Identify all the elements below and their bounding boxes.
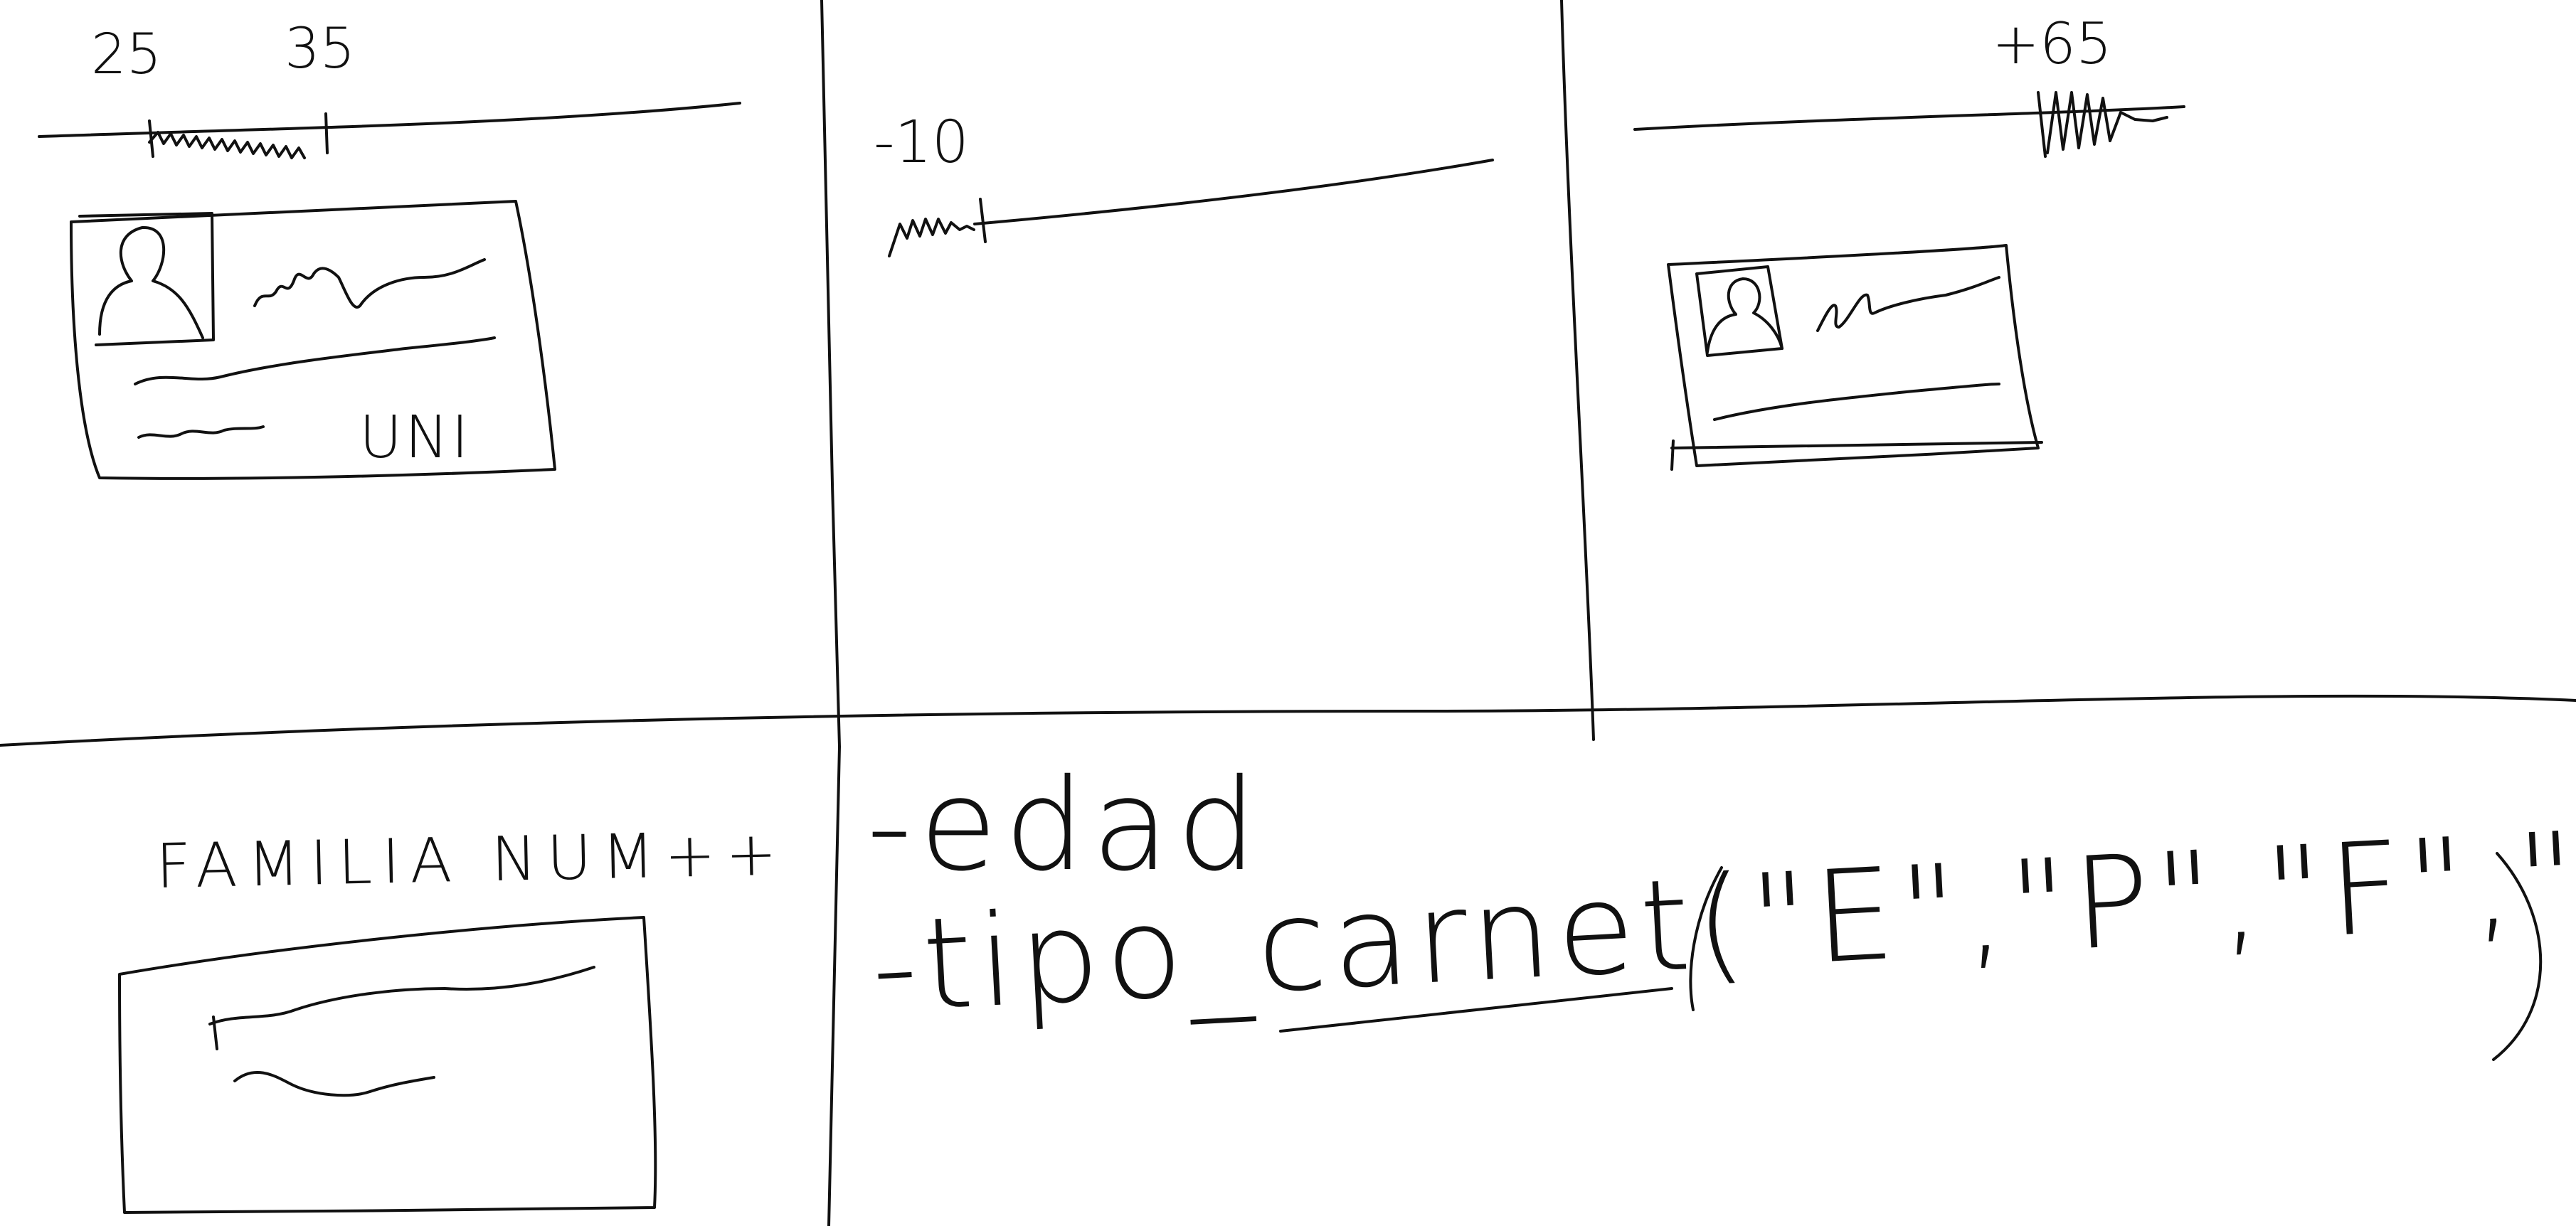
card-short-scribble — [137, 425, 265, 439]
divider-horizontal — [0, 694, 2576, 747]
id-card-uni — [70, 200, 556, 480]
right-paren-icon — [2492, 852, 2543, 1061]
card-name-scribble — [253, 258, 486, 309]
person-silhouette-icon — [1706, 277, 1783, 353]
card-uni-label: UNI — [359, 404, 472, 471]
timeline-10 — [973, 159, 1494, 225]
senior-line-scribble — [1713, 383, 2000, 421]
age-under-10-label: -10 — [874, 109, 969, 176]
age-from-label: 25 — [91, 23, 162, 87]
left-paren-icon — [1689, 866, 1723, 1011]
family-line-scribble — [208, 966, 595, 1050]
id-photo-frame — [78, 212, 215, 346]
range-mark-25-35 — [148, 112, 329, 159]
family-title: FAMILIA NUM++ — [155, 818, 788, 902]
id-card-senior-edge — [1670, 439, 2043, 471]
family-short-scribble — [233, 1071, 435, 1097]
person-silhouette-icon — [98, 225, 204, 339]
senior-name-scribble — [1816, 276, 2000, 332]
timeline-25-35 — [38, 102, 741, 138]
attribute-edad: -edad — [866, 752, 1264, 899]
divider-vertical-left — [820, 0, 841, 748]
range-mark-10 — [888, 198, 987, 257]
age-over-65-label: +65 — [1992, 11, 2112, 77]
range-mark-65 — [2037, 91, 2168, 158]
id-card-senior — [1667, 244, 2040, 467]
timeline-65 — [1633, 105, 2185, 131]
divider-vertical-right — [1560, 0, 1595, 741]
underline-tipo — [1279, 987, 1673, 1033]
card-line-scribble — [134, 336, 496, 385]
family-card — [118, 916, 657, 1214]
age-to-label: 35 — [285, 17, 356, 81]
divider-vertical-left-lower — [827, 745, 841, 1226]
